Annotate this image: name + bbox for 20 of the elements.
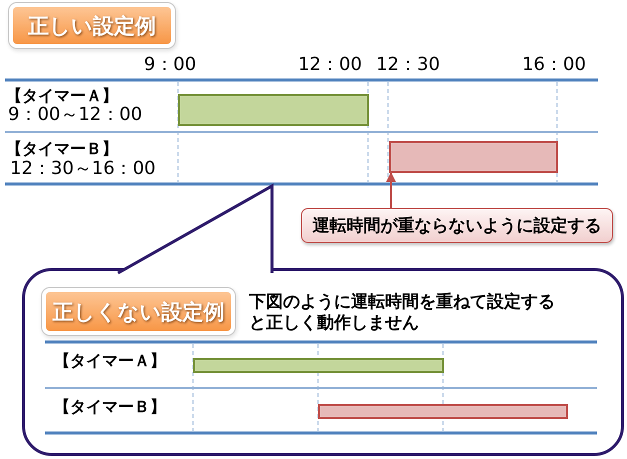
speech-bubble [22, 268, 624, 456]
timer-bar [318, 404, 568, 419]
time-range-label: 9：00～12：00 [8, 105, 142, 125]
time-label: 16：00 [522, 55, 586, 75]
note-callout: 運転時間が重ならないように設定する [301, 208, 613, 243]
time-label: 9：00 [144, 55, 196, 75]
warning-text: 下図のように運転時間を重ねて設定すると正しく動作しません [249, 292, 556, 334]
heading-badge: 正しい設定例 [13, 7, 171, 44]
time-label: 12：00 [298, 55, 362, 75]
timer-label: 【タイマーＢ】 [6, 140, 118, 158]
arrow [386, 172, 396, 208]
timer-bar [178, 94, 369, 126]
timer-label: 【タイマーＢ】 [54, 398, 166, 416]
timer-label: 【タイマーＡ】 [6, 87, 118, 105]
timer-label: 【タイマーＡ】 [54, 352, 166, 370]
heading-badge: 正しくない設定例 [46, 292, 231, 331]
timer-bar [389, 141, 558, 173]
time-range-label: 12：30～16：00 [10, 159, 156, 179]
time-label: 12：30 [376, 55, 440, 75]
timer-bar [193, 358, 444, 373]
